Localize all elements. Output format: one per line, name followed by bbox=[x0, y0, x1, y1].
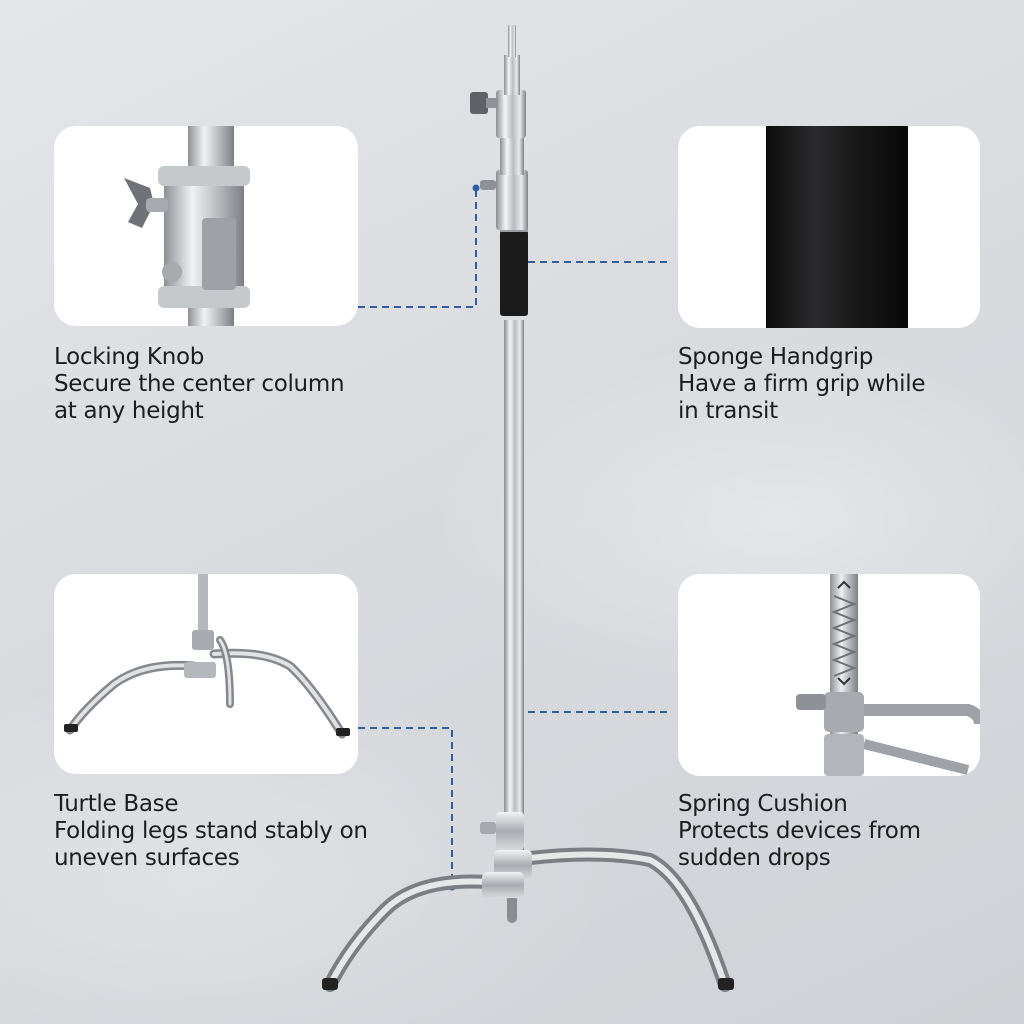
sponge-handgrip-photo bbox=[766, 126, 908, 328]
turtle-base-photo bbox=[64, 574, 350, 739]
turtle-base-card bbox=[54, 574, 358, 774]
sponge-handgrip-card bbox=[678, 126, 980, 328]
sponge-handgrip-desc-line-2: in transit bbox=[678, 398, 778, 424]
spring-cushion-photo bbox=[796, 574, 980, 776]
callout-lines bbox=[358, 188, 672, 887]
locking-knob-photo bbox=[124, 126, 250, 326]
sponge-handgrip-title: Sponge Handgrip bbox=[678, 344, 874, 370]
locking-knob-desc-line-1: Secure the center column bbox=[54, 371, 345, 397]
sponge-handgrip-desc-line-1: Have a firm grip while bbox=[678, 371, 926, 397]
spring-cushion-caption: Spring Cushion Protects devices from sud… bbox=[678, 791, 921, 872]
sponge-handgrip-caption: Sponge Handgrip Have a firm grip while i… bbox=[678, 344, 926, 425]
turtle-base-caption: Turtle Base Folding legs stand stably on… bbox=[54, 791, 368, 872]
turtle-base-title: Turtle Base bbox=[54, 791, 179, 817]
turtle-base-desc-line-2: uneven surfaces bbox=[54, 845, 240, 871]
spring-cushion-card bbox=[678, 574, 980, 776]
locking-knob-desc-line-2: at any height bbox=[54, 398, 204, 424]
locking-knob-caption: Locking Knob Secure the center column at… bbox=[54, 344, 345, 425]
spring-cushion-desc-line-1: Protects devices from bbox=[678, 818, 921, 844]
spring-cushion-title: Spring Cushion bbox=[678, 791, 848, 817]
locking-knob-card bbox=[54, 126, 358, 326]
turtle-base-desc-line-1: Folding legs stand stably on bbox=[54, 818, 368, 844]
locking-knob-title: Locking Knob bbox=[54, 344, 205, 370]
spring-cushion-desc-line-2: sudden drops bbox=[678, 845, 831, 871]
